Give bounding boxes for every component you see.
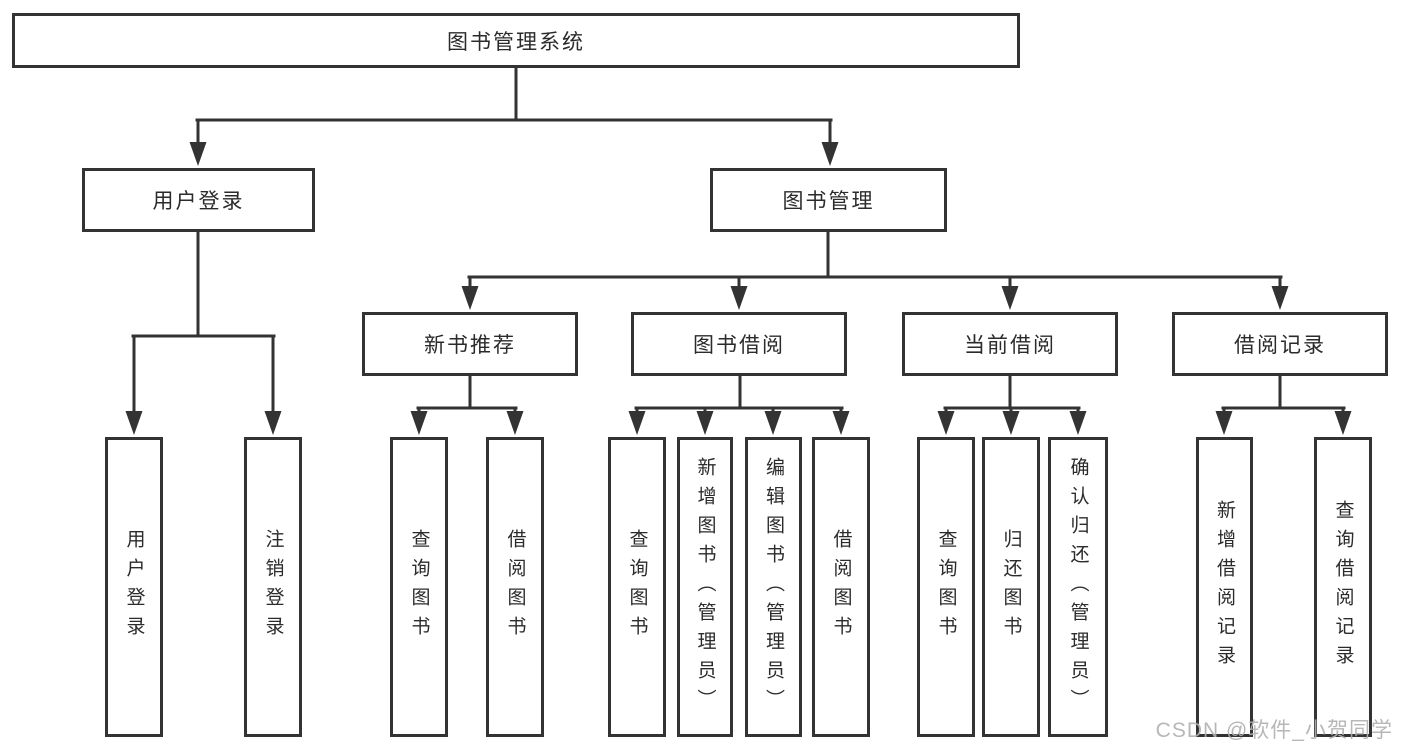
leaf-borrow-books-recommend: 借阅图书 <box>486 437 544 737</box>
arrowhead-icon <box>125 411 143 435</box>
arrowhead-icon <box>937 411 955 435</box>
node-new-book-recommend-label: 新书推荐 <box>424 334 516 357</box>
leaf-query-books-borrowing: 查询图书 <box>608 437 666 737</box>
arrowhead-icon <box>1271 286 1289 310</box>
leaf-user-login-label: 用户登录 <box>123 529 145 645</box>
arrowhead-icon <box>832 411 850 435</box>
leaf-confirm-return-admin: 确认归还（管理员） <box>1048 437 1108 737</box>
arrowhead-icon <box>1069 411 1087 435</box>
leaf-edit-book-admin-label: 编辑图书（管理员） <box>763 456 784 718</box>
leaf-query-books-current: 查询图书 <box>917 437 975 737</box>
arrowhead-icon <box>1001 286 1019 310</box>
arrowhead-icon <box>821 142 839 166</box>
leaf-edit-book-admin: 编辑图书（管理员） <box>745 437 802 737</box>
node-current-borrowing-label: 当前借阅 <box>964 334 1056 357</box>
arrowhead-icon <box>730 286 748 310</box>
node-book-management-label: 图书管理 <box>782 190 875 213</box>
node-new-book-recommend: 新书推荐 <box>362 312 578 376</box>
leaf-user-login: 用户登录 <box>105 437 163 737</box>
watermark-text: CSDN @软件_小贺同学 <box>1155 719 1393 742</box>
leaf-return-book-label: 归还图书 <box>1000 529 1022 645</box>
arrowhead-icon <box>506 411 524 435</box>
node-book-borrowing-label: 图书借阅 <box>693 334 785 357</box>
leaf-return-book: 归还图书 <box>982 437 1040 737</box>
arrowhead-icon <box>696 411 714 435</box>
leaf-query-books-current-label: 查询图书 <box>935 529 957 645</box>
arrowhead-icon <box>1334 411 1352 435</box>
leaf-query-books-recommend: 查询图书 <box>390 437 448 737</box>
arrowhead-icon <box>189 142 207 166</box>
arrowhead-icon <box>1002 411 1020 435</box>
arrowhead-icon <box>410 411 428 435</box>
leaf-logout: 注销登录 <box>244 437 302 737</box>
arrowhead-icon <box>264 411 282 435</box>
node-root: 图书管理系统 <box>12 13 1020 68</box>
leaf-add-borrow-record-label: 新增借阅记录 <box>1214 500 1235 674</box>
leaf-query-borrow-record: 查询借阅记录 <box>1314 437 1372 737</box>
leaf-add-book-admin-label: 新增图书（管理员） <box>694 456 716 718</box>
leaf-borrow-books-borrowing-label: 借阅图书 <box>830 529 852 645</box>
arrowhead-icon <box>764 411 782 435</box>
leaf-logout-label: 注销登录 <box>262 529 284 645</box>
leaf-query-borrow-record-label: 查询借阅记录 <box>1332 500 1354 674</box>
node-book-management: 图书管理 <box>710 168 947 232</box>
leaf-borrow-books-recommend-label: 借阅图书 <box>504 529 526 645</box>
arrowhead-icon <box>461 286 479 310</box>
arrowhead-icon <box>1215 411 1233 435</box>
node-book-borrowing: 图书借阅 <box>631 312 847 376</box>
leaf-borrow-books-borrowing: 借阅图书 <box>812 437 870 737</box>
leaf-query-books-recommend-label: 查询图书 <box>408 529 430 645</box>
node-user-login: 用户登录 <box>82 168 315 232</box>
arrowhead-icon <box>628 411 646 435</box>
leaf-query-books-borrowing-label: 查询图书 <box>626 529 648 645</box>
node-borrowing-records: 借阅记录 <box>1172 312 1388 376</box>
node-user-login-label: 用户登录 <box>152 190 245 213</box>
node-current-borrowing: 当前借阅 <box>902 312 1118 376</box>
node-root-label: 图书管理系统 <box>447 30 585 54</box>
leaf-add-borrow-record: 新增借阅记录 <box>1196 437 1253 737</box>
leaf-confirm-return-admin-label: 确认归还（管理员） <box>1067 456 1089 718</box>
node-borrowing-records-label: 借阅记录 <box>1234 334 1326 357</box>
leaf-add-book-admin: 新增图书（管理员） <box>677 437 733 737</box>
